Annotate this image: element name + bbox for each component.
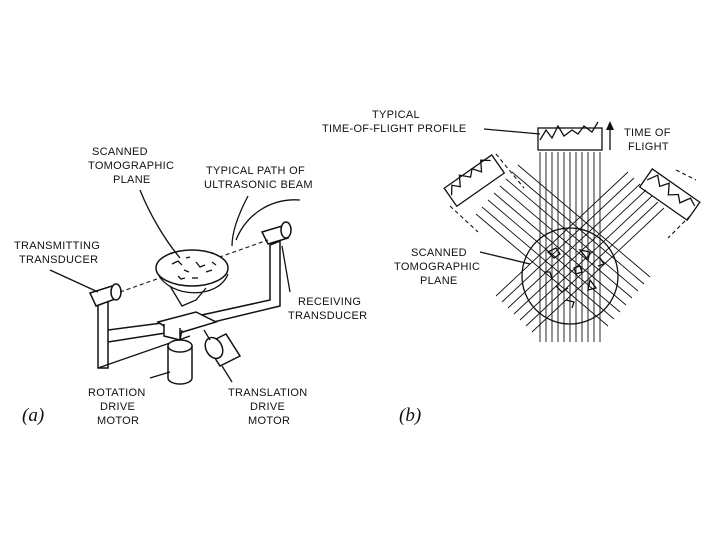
scanner-apparatus [88,221,292,385]
receiving-transducer-label: RECEIVING TRANSDUCER [288,296,367,322]
scanner-frame [97,239,281,369]
rotation-motor-label: ROTATION DRIVE MOTOR [88,387,149,427]
beam-path-label: TYPICAL PATH OF ULTRASONIC BEAM [204,165,313,191]
receiving-transducer [260,221,292,245]
profile-label: TYPICAL TIME-OF-FLIGHT PROFILE [322,109,467,135]
specimen-disc [155,249,229,307]
panel-a-label: (a) [22,405,44,426]
leader-lines-b [479,128,541,265]
drive-assembly [156,311,219,341]
transmitting-transducer [88,283,122,307]
transmitting-transducer-label: TRANSMITTING TRANSDUCER [14,240,103,266]
scanned-plane-label-b: SCANNED TOMOGRAPHIC PLANE [394,247,484,287]
leader-lines-a [49,189,301,383]
translation-motor [203,329,242,367]
time-of-flight-label: TIME OF FLIGHT [624,127,674,153]
tof-profile-top [537,121,603,151]
rotation-motor [167,329,193,385]
translation-motor-label: TRANSLATION DRIVE MOTOR [228,387,311,427]
tof-profile-right [638,168,701,222]
panel-b-label: (b) [399,405,421,426]
internal-defects [544,247,606,309]
vertical-ray-bundle [539,152,601,342]
tof-profile-left [443,154,506,208]
projection-connectors [449,153,697,239]
time-of-flight-arrow [606,121,614,150]
scanned-plane-circle [521,227,619,325]
scanned-plane-label-a: SCANNED TOMOGRAPHIC PLANE [88,146,178,186]
